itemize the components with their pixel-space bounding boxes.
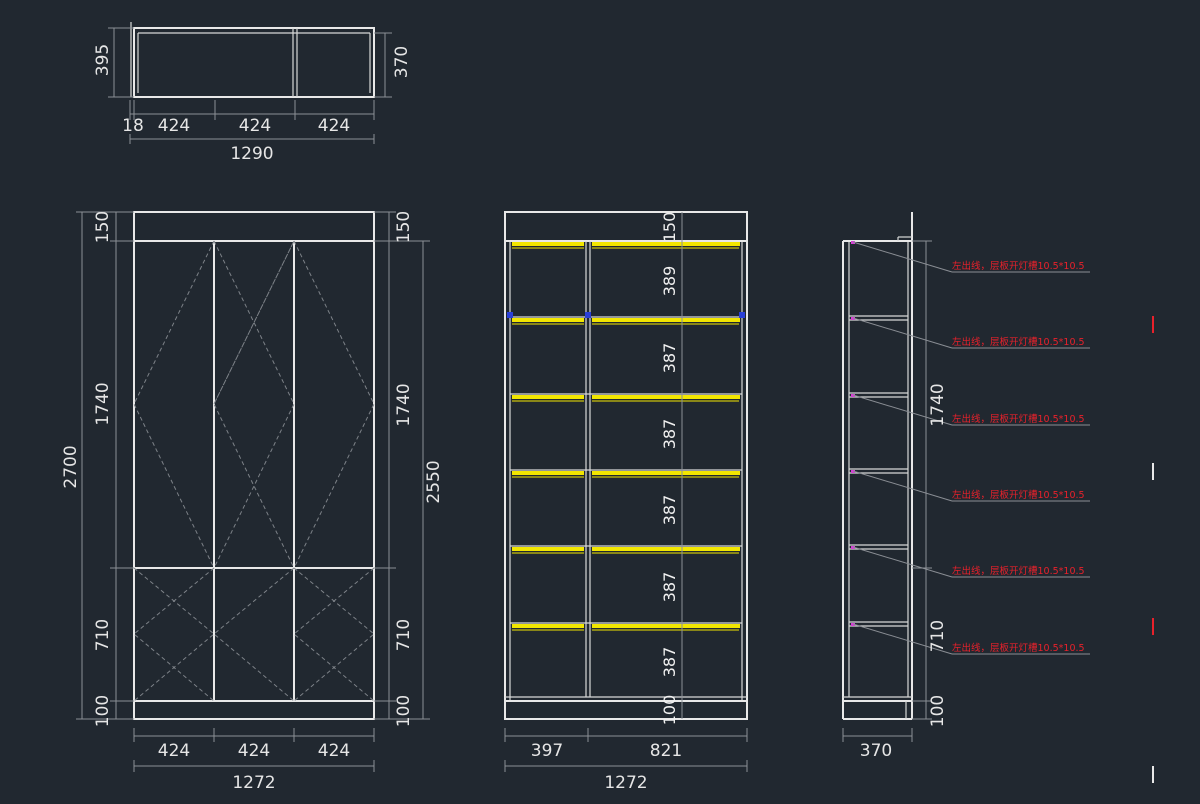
note-leader bbox=[852, 546, 953, 578]
joint-marker bbox=[585, 312, 591, 318]
inner-right-bay: 821 bbox=[650, 741, 682, 761]
plan-bay-2: 424 bbox=[239, 116, 271, 136]
plan-total-width: 1290 bbox=[230, 144, 273, 164]
plan-outline bbox=[133, 27, 375, 98]
plan-bay-3: 424 bbox=[318, 116, 350, 136]
front-upper-left: 1740 bbox=[93, 382, 113, 425]
note-leader bbox=[852, 241, 953, 273]
plan-view: 395 370 18 424 424 424 1290 bbox=[93, 22, 412, 164]
front-inner-height: 2550 bbox=[424, 460, 444, 503]
plan-depth-left: 395 bbox=[93, 44, 113, 76]
front-overall-height: 2700 bbox=[61, 445, 81, 488]
led-groove-note: 左出线，层板开灯槽10.5*10.5 bbox=[952, 260, 1085, 272]
front-upper-right: 1740 bbox=[394, 383, 414, 426]
led-groove-note: 左出线，层板开灯槽10.5*10.5 bbox=[952, 565, 1085, 577]
inner-total-width: 1272 bbox=[604, 773, 647, 793]
inner-shelf-3: 387 bbox=[660, 419, 679, 450]
side-upper: 1740 bbox=[928, 383, 948, 426]
inner-shelf-2: 387 bbox=[660, 343, 679, 374]
joint-marker bbox=[739, 312, 745, 318]
inner-shelf-4: 387 bbox=[660, 495, 679, 526]
front-base-left: 100 bbox=[93, 695, 113, 727]
side-notes: 左出线，层板开灯槽10.5*10.5 左出线，层板开灯槽10.5*10.5 左出线，… bbox=[852, 241, 1090, 655]
side-lower: 710 bbox=[928, 620, 948, 652]
joint-marker bbox=[507, 312, 513, 318]
inner-outline bbox=[504, 211, 748, 720]
plan-bay-1: 424 bbox=[158, 116, 190, 136]
led-groove-note: 左出线，层板开灯槽10.5*10.5 bbox=[952, 489, 1085, 501]
front-open-mark-2 bbox=[213, 240, 295, 569]
note-leader bbox=[852, 394, 953, 426]
inner-shelf-5: 387 bbox=[660, 572, 679, 603]
led-groove-note: 左出线，层板开灯槽10.5*10.5 bbox=[952, 336, 1085, 348]
front-top-right: 150 bbox=[394, 211, 414, 243]
led-groove-note: 左出线，层板开灯槽10.5*10.5 bbox=[952, 642, 1085, 654]
inner-shelf-1: 389 bbox=[660, 266, 679, 297]
led-groove-note: 左出线，层板开灯槽10.5*10.5 bbox=[952, 413, 1085, 425]
front-open-mark-1 bbox=[133, 240, 215, 569]
front-outline bbox=[133, 211, 375, 720]
front-bay-3: 424 bbox=[318, 741, 350, 761]
inner-left-bay: 397 bbox=[531, 741, 563, 761]
front-base-right: 100 bbox=[394, 695, 414, 727]
front-top-left: 150 bbox=[93, 211, 113, 243]
side-shelves bbox=[849, 241, 908, 627]
inner-top: 150 bbox=[660, 212, 679, 243]
front-bay-1: 424 bbox=[158, 741, 190, 761]
front-lower-right: 710 bbox=[394, 619, 414, 651]
note-leader bbox=[852, 623, 953, 655]
inner-view: 150 389 387 387 387 387 387 100 397 821 … bbox=[504, 211, 748, 793]
plan-side-panel: 18 bbox=[122, 116, 144, 136]
front-lower-left: 710 bbox=[93, 619, 113, 651]
front-total-width: 1272 bbox=[232, 773, 275, 793]
front-view: 150 1740 710 100 2700 150 1740 710 100 2… bbox=[61, 211, 444, 793]
inner-shelf-6: 387 bbox=[660, 647, 679, 678]
side-depth: 370 bbox=[860, 741, 892, 761]
side-view: 左出线，层板开灯槽10.5*10.5 左出线，层板开灯槽10.5*10.5 左出线，… bbox=[842, 212, 1090, 761]
note-leader bbox=[852, 317, 953, 349]
note-leader bbox=[852, 470, 953, 502]
plan-depth-right: 370 bbox=[392, 46, 412, 78]
inner-base: 100 bbox=[660, 695, 679, 726]
inner-shelves bbox=[510, 242, 742, 631]
front-bay-2: 424 bbox=[238, 741, 270, 761]
side-base: 100 bbox=[928, 695, 948, 727]
front-open-mark-3 bbox=[293, 240, 375, 569]
